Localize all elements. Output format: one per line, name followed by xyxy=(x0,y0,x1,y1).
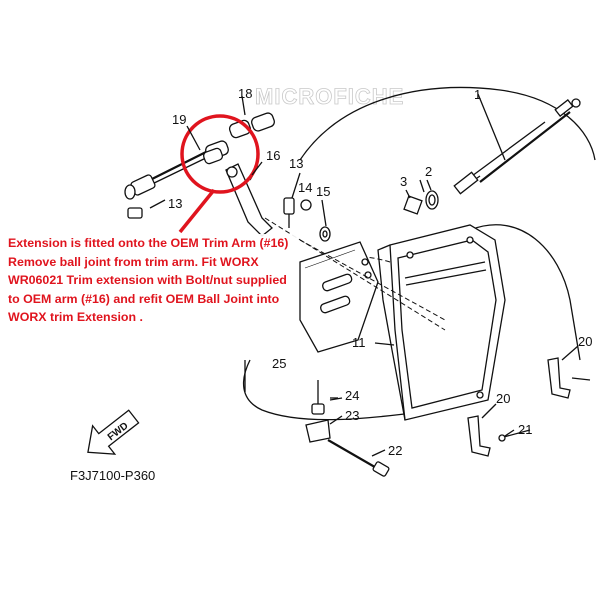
part-label-15: 15 xyxy=(316,184,330,199)
part-label-18: 18 xyxy=(238,86,252,101)
part-label-13-center: 13 xyxy=(289,156,303,171)
trim-arm xyxy=(225,163,273,237)
leader-lines xyxy=(186,125,579,457)
part-label-22: 22 xyxy=(388,443,402,458)
part-label-16: 16 xyxy=(266,148,280,163)
fwd-arrow-icon: FWD xyxy=(87,409,140,455)
part-label-3: 3 xyxy=(400,174,407,189)
trim-rod xyxy=(124,149,211,200)
part-label-1: 1 xyxy=(474,87,481,102)
callout-pointer-line xyxy=(178,188,216,234)
part-label-23: 23 xyxy=(345,408,359,423)
highlight-circle xyxy=(180,114,260,194)
part-label-20-left: 20 xyxy=(496,391,510,406)
bolts-13-14-15 xyxy=(283,197,331,242)
part-label-19: 19 xyxy=(172,112,186,127)
diagram-code: F3J7100-P360 xyxy=(70,468,155,483)
callout-note: Extension is fitted onto the OEM Trim Ar… xyxy=(8,234,298,327)
bolt-13-left xyxy=(127,199,166,219)
cover-housing xyxy=(377,224,506,421)
nut-washer xyxy=(403,179,439,215)
part-label-13-left: 13 xyxy=(168,196,182,211)
part-label-11: 11 xyxy=(352,335,366,350)
bolt-24-grommet-23 xyxy=(305,380,338,443)
part-label-24: 24 xyxy=(345,388,359,403)
rod-22 xyxy=(327,439,390,477)
guide-line-2 xyxy=(299,239,446,321)
part-label-25: 25 xyxy=(272,356,286,371)
clips-20 xyxy=(467,357,591,457)
throttle-cable xyxy=(453,93,581,195)
part-label-21: 21 xyxy=(518,422,532,437)
bracket-plate xyxy=(299,241,379,353)
part-label-2: 2 xyxy=(425,164,432,179)
hull-outline-curve xyxy=(299,86,596,161)
hull-right-curve xyxy=(469,224,581,361)
watermark-text: MICROFICHE xyxy=(255,84,404,109)
part-label-20-right: 20 xyxy=(578,334,592,349)
part-label-14: 14 xyxy=(298,180,312,195)
hull-lower-curve xyxy=(242,359,421,421)
